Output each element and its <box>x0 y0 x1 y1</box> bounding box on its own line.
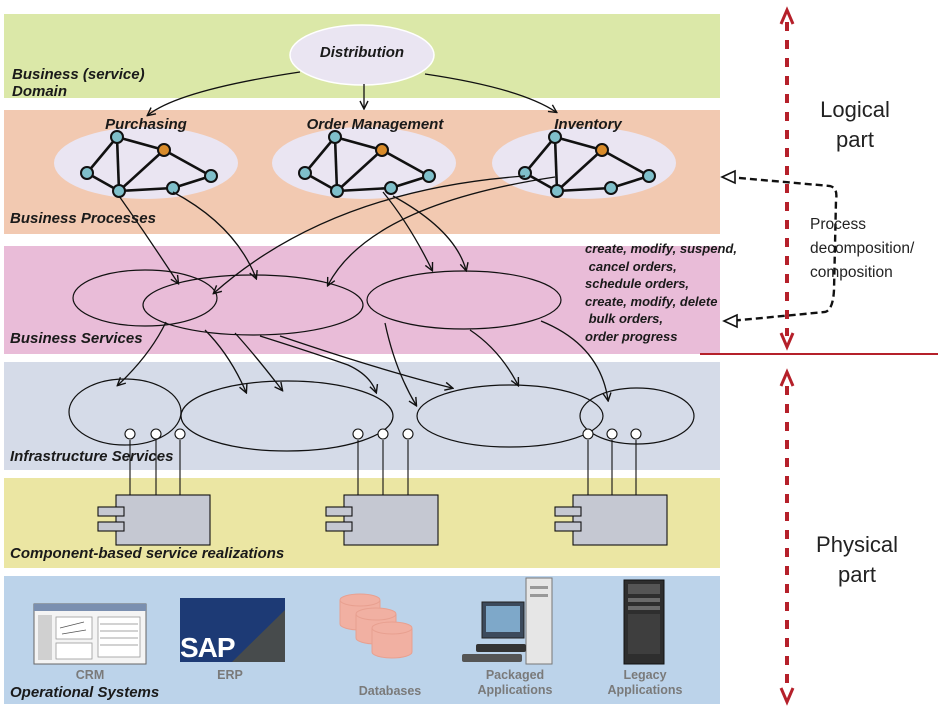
component-box-1 <box>97 494 211 546</box>
component-box-2 <box>325 494 439 546</box>
infrastructure-interfaces <box>124 428 642 495</box>
packaged-applications-computer <box>462 577 553 665</box>
business-processes-label: Business Processes <box>10 210 156 227</box>
process-title-purchasing: Purchasing <box>105 116 187 133</box>
packaged-applications-label: Packaged Applications <box>477 668 553 697</box>
component-realizations-label: Component-based service realizations <box>10 545 285 562</box>
order-management-process-graph <box>298 130 436 198</box>
physical-part-label: Physical part <box>816 532 898 587</box>
business-services-label: Business Services <box>10 330 143 347</box>
decomposition-arrowhead-bottom <box>722 313 738 329</box>
erp-logo-graphic <box>180 598 285 662</box>
operation-item: bulk orders, <box>585 311 664 326</box>
operation-item: cancel orders, <box>585 258 677 274</box>
purchasing-process-graph <box>80 130 218 198</box>
operational-systems-label: Operational Systems <box>10 684 160 701</box>
legacy-applications-server <box>623 579 665 665</box>
distribution-to-inventory-arrow <box>424 73 556 112</box>
infrastructure-service-ellipses <box>68 378 695 452</box>
logical-part-arrow <box>779 6 795 351</box>
process-decomposition-note: Process decomposition/ composition <box>810 216 915 281</box>
service-operations-list: create, modify, suspend, cancel orders, … <box>585 240 755 345</box>
distribution-label: Distribution <box>319 44 405 61</box>
process-to-service-arrows <box>118 175 556 293</box>
operation-item: order progress <box>585 328 678 344</box>
process-title-inventory: Inventory <box>554 116 622 133</box>
operation-item: create, modify, delete <box>585 293 718 309</box>
crm-screenshot <box>33 603 147 665</box>
service-to-infrastructure-arrows <box>118 320 608 405</box>
inventory-process-graph <box>518 130 656 198</box>
component-box-3 <box>554 494 668 546</box>
process-title-order-management: Order Management <box>306 116 444 133</box>
business-service-ellipses <box>72 269 562 336</box>
legacy-applications-label: Legacy Applications <box>607 668 683 697</box>
decomposition-arrowhead-top <box>720 169 736 185</box>
erp-label: ERP <box>217 668 243 682</box>
crm-label: CRM <box>75 668 105 682</box>
infrastructure-services-label: Infrastructure Services <box>10 448 174 465</box>
operation-item: create, modify, suspend, <box>585 241 737 256</box>
erp-logo-text: SAP <box>180 632 236 663</box>
distribution-to-purchasing-arrow <box>148 71 301 115</box>
operation-item: schedule orders, <box>585 276 690 291</box>
databases-icon <box>339 593 413 659</box>
physical-part-arrow <box>779 368 795 706</box>
distribution-ellipse <box>289 24 435 86</box>
logical-part-label: Logical part <box>820 97 890 152</box>
databases-label: Databases <box>358 684 422 698</box>
process-decomposition-connector <box>727 175 838 323</box>
business-domain-label: Business (service) Domain <box>12 66 145 100</box>
